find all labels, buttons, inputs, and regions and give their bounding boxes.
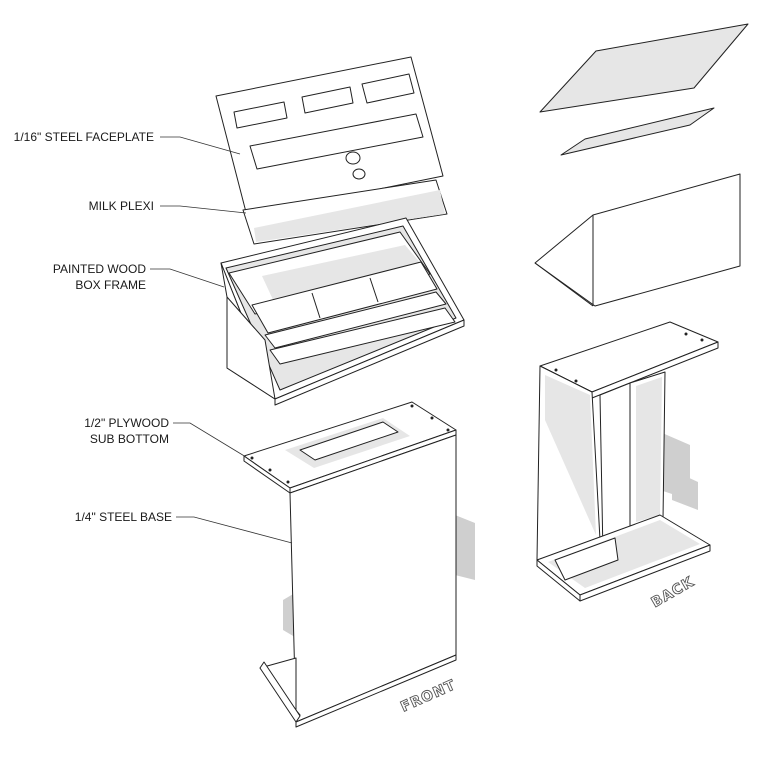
box-frame-leader <box>150 268 225 288</box>
back-box-frame-part <box>534 173 741 307</box>
milk-plexi-part <box>242 179 448 245</box>
sub-bottom-label-line1: 1/2" PLYWOOD <box>84 416 169 430</box>
steel-base-part <box>259 434 457 728</box>
box-frame-label-line1: PAINTED WOOD <box>53 262 146 276</box>
steel-faceplate-part <box>215 56 444 217</box>
faceplate-label: 1/16" STEEL FACEPLATE <box>14 130 154 144</box>
plywood-sub-bottom-part <box>243 401 457 494</box>
back-view-title: BACK <box>649 574 698 611</box>
plexi-label: MILK PLEXI <box>89 199 154 213</box>
back-steel-plate-part <box>539 23 749 113</box>
steel-base-leader <box>176 516 293 544</box>
box-frame-label-line2: BOX FRAME <box>75 278 146 292</box>
sub-bottom-leader <box>173 422 247 458</box>
back-plexi-strip-part <box>560 107 715 156</box>
wood-box-frame-part <box>220 217 465 406</box>
plexi-leader <box>160 205 247 214</box>
back-steel-base-part <box>536 365 711 602</box>
front-view-title: FRONT <box>398 677 458 715</box>
steel-base-label: 1/4" STEEL BASE <box>75 510 172 524</box>
sub-bottom-label-line2: SUB BOTTOM <box>90 432 169 446</box>
faceplate-leader <box>160 136 241 155</box>
